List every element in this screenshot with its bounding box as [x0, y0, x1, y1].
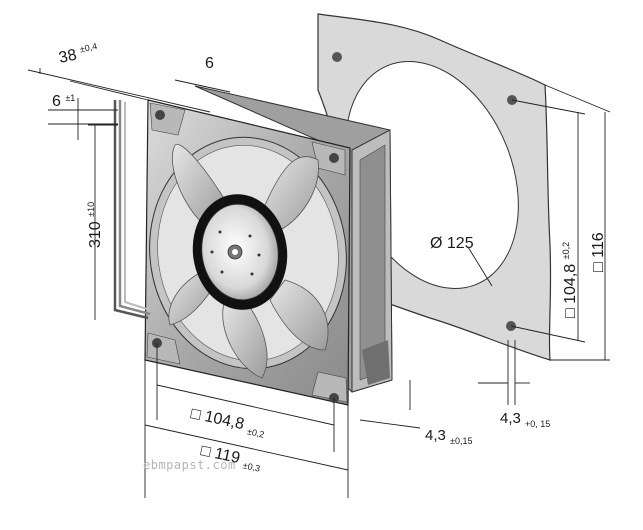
hole-a-tol: ±0,15 [450, 436, 472, 446]
front-hole-prefix: □ [189, 405, 202, 424]
gasket-hole-icon [507, 95, 517, 105]
svg-text:Ø 125: Ø 125 [430, 235, 474, 252]
diameter-symbol: Ø [430, 235, 442, 252]
svg-text:38 ±0,4: 38 ±0,4 [57, 41, 100, 67]
gasket-hole-icon [332, 52, 342, 62]
svg-text:□ 119 ±0,3: □ 119 ±0,3 [199, 442, 263, 473]
side-frame-value: 116 [590, 232, 607, 258]
hole-b-tol: +0, 15 [525, 419, 550, 429]
svg-text:□ 116: □ 116 [590, 232, 607, 272]
cable-leads [113, 100, 151, 320]
side-hole-value: 104,8 [562, 264, 579, 304]
svg-text:6 ±1: 6 ±1 [52, 93, 75, 110]
svg-text:4,3 +0, 15: 4,3 +0, 15 [500, 410, 550, 429]
front-hole-value: 104,8 [203, 408, 246, 433]
cable-length-tol: ±10 [86, 202, 96, 217]
front-frame-tol: ±0,3 [242, 460, 261, 473]
depth-value: 38 [57, 47, 78, 67]
svg-text:310 ±10: 310 ±10 [86, 202, 104, 248]
depth-tol: ±0,4 [79, 41, 98, 54]
side-frame-prefix: □ [590, 262, 607, 272]
wire-offset-value: 6 [52, 93, 61, 110]
hole-a-value: 4,3 [425, 427, 446, 444]
mount-hole-icon [329, 153, 339, 163]
svg-text:□ 104,8 ±0,2: □ 104,8 ±0,2 [561, 242, 579, 318]
svg-text:□ 104,8 ±0,2: □ 104,8 ±0,2 [189, 405, 267, 439]
side-hole-tol: ±0,2 [561, 242, 571, 259]
impeller [168, 143, 329, 379]
wire-offset-tol: ±1 [65, 93, 75, 103]
front-hole-tol: ±0,2 [246, 426, 265, 439]
hole-b-value: 4,3 [500, 410, 521, 427]
flange-value: 6 [205, 55, 214, 72]
side-hole-prefix: □ [562, 308, 579, 318]
front-frame-value: 119 [213, 445, 242, 467]
cable-length-value: 310 [87, 221, 104, 248]
dimension-lines [27, 68, 611, 498]
mount-hole-icon [155, 110, 165, 120]
labels: 38 ±0,4 6 6 ±1 310 ±10 □ 104,8 ±0,2 □ 11… [52, 41, 607, 474]
svg-text:4,3 ±0,15: 4,3 ±0,15 [425, 427, 473, 446]
diameter-value: 125 [447, 235, 474, 252]
watermark: ebmpapst.com [143, 458, 236, 472]
